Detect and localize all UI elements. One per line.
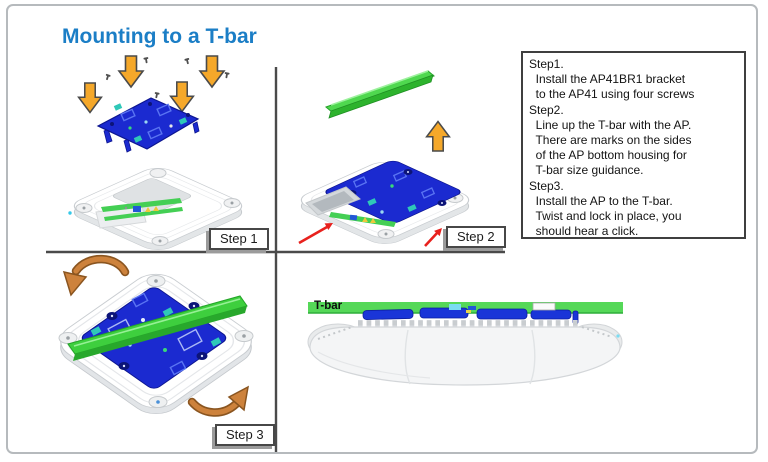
instruction-line: should hear a click.	[529, 224, 639, 239]
instruction-line: T-bar size guidance.	[529, 163, 644, 178]
down-arrow-icon	[199, 55, 225, 88]
tbar-rail	[325, 70, 435, 119]
step3-illustration	[58, 254, 254, 417]
ap-side-body	[307, 320, 623, 386]
tbar-caption: T-bar	[314, 300, 343, 312]
label-strip	[329, 212, 396, 227]
instruction-line: of the AP bottom housing for	[529, 148, 687, 163]
ap41br1-bracket	[96, 97, 200, 153]
rotate-arrow-icon	[187, 385, 250, 417]
quadrant-dividers	[46, 67, 505, 452]
status-led	[68, 211, 72, 215]
step1-caption: Step 1	[209, 228, 269, 250]
red-pointer-arrow-icon	[298, 225, 328, 245]
ap-device-step1	[68, 168, 243, 250]
instruction-line: Step2.	[529, 102, 564, 117]
rotate-arrow-icon	[62, 254, 130, 297]
step2-illustration	[298, 70, 470, 247]
screw-icon	[223, 72, 230, 79]
instruction-line: Step1.	[529, 57, 564, 71]
down-arrow-icon	[118, 55, 144, 88]
instruction-line: Line up the T-bar with the AP.	[529, 117, 692, 132]
page-title: Mounting to a T-bar	[62, 25, 257, 48]
down-arrow-icon	[169, 81, 195, 113]
tbar-rail-side	[308, 302, 623, 313]
bracket-on-ap	[325, 160, 461, 224]
tbar-rail-on-ap	[67, 295, 248, 361]
bracket-clips	[362, 302, 579, 325]
screw-icon	[184, 57, 191, 65]
red-pointer-arrows	[298, 223, 442, 247]
instruction-line: There are marks on the sides	[529, 133, 692, 148]
screw-icon	[104, 73, 111, 81]
screw-icon	[153, 91, 160, 99]
instruction-line: Step3.	[529, 178, 564, 193]
instructions-box: Step1. Install the AP41BR1 bracket to th…	[521, 51, 746, 239]
up-arrow-icon	[425, 120, 451, 152]
instruction-line: Install the AP to the T-bar.	[529, 193, 673, 208]
down-arrow-icon	[77, 82, 103, 114]
step3-caption: Step 3	[215, 424, 275, 446]
ap-device-step2	[300, 160, 470, 244]
label-strip	[101, 198, 182, 212]
instruction-line: to the AP41 using four screws	[529, 87, 695, 102]
red-pointer-arrow-icon	[424, 231, 439, 247]
instruction-line: Install the AP41BR1 bracket	[529, 72, 686, 87]
tbar-side-view	[307, 302, 623, 386]
instruction-line: Twist and lock in place, you	[529, 209, 682, 224]
step2-caption: Step 2	[446, 226, 506, 248]
screw-icon	[143, 57, 150, 64]
page-border	[6, 4, 758, 454]
step1-illustration	[68, 55, 243, 250]
